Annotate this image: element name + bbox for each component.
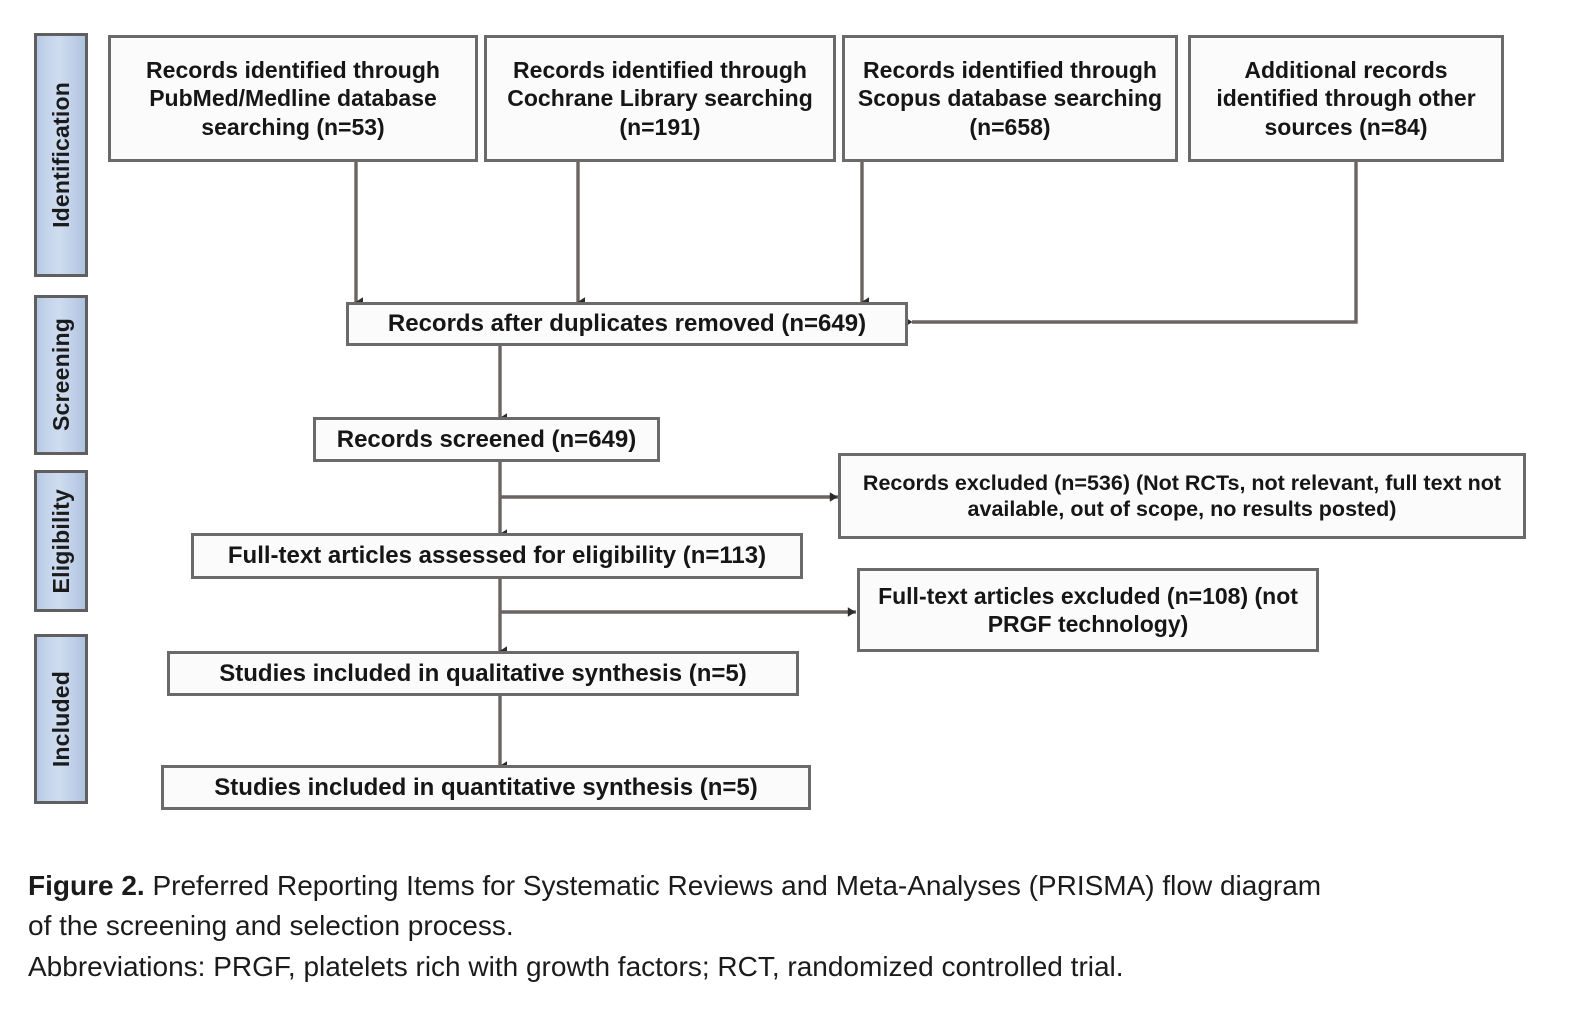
node-quantitative-synthesis: Studies included in quantitative synthes…: [161, 765, 811, 810]
node-other-sources-records: Additional records identified through ot…: [1188, 35, 1504, 162]
node-records-excluded: Records excluded (n=536) (Not RCTs, not …: [838, 453, 1526, 539]
node-fulltext-excluded: Full-text articles excluded (n=108) (not…: [857, 568, 1319, 652]
node-qualitative-synthesis: Studies included in qualitative synthesi…: [167, 651, 799, 696]
node-pubmed-records: Records identified through PubMed/Medlin…: [108, 35, 478, 162]
node-records-screened: Records screened (n=649): [313, 417, 660, 462]
connector-other-to-dedup: [905, 160, 1358, 327]
caption-line-3: Abbreviations: PRGF, platelets rich with…: [28, 950, 1124, 982]
stage-label-eligibility-text: Eligibility: [47, 488, 74, 594]
caption-line-2: of the screening and selection process.: [28, 910, 514, 942]
stage-label-identification-text: Identification: [47, 82, 74, 228]
figure-caption: Figure 2. Preferred Reporting Items for …: [28, 866, 1563, 987]
stage-label-identification: Identification: [34, 33, 88, 277]
stage-label-screening: Screening: [34, 295, 88, 455]
connector-layer: [354, 160, 1358, 771]
node-scopus-records: Records identified through Scopus databa…: [842, 35, 1178, 162]
caption-title-text: Preferred Reporting Items for Systematic…: [144, 870, 1322, 901]
node-cochrane-records: Records identified through Cochrane Libr…: [484, 35, 836, 162]
stage-label-screening-text: Screening: [47, 318, 74, 432]
caption-figure-number: Figure 2.: [28, 870, 145, 901]
prisma-flow-diagram: Identification Screening Eligibility Inc…: [34, 33, 1526, 810]
stage-label-included-text: Included: [47, 670, 74, 768]
stage-label-eligibility: Eligibility: [34, 470, 88, 612]
stage-label-included: Included: [34, 634, 88, 804]
caption-line-1: Figure 2. Preferred Reporting Items for …: [28, 866, 1563, 906]
node-records-after-duplicates: Records after duplicates removed (n=649): [346, 302, 908, 346]
node-fulltext-assessed: Full-text articles assessed for eligibil…: [191, 533, 803, 579]
